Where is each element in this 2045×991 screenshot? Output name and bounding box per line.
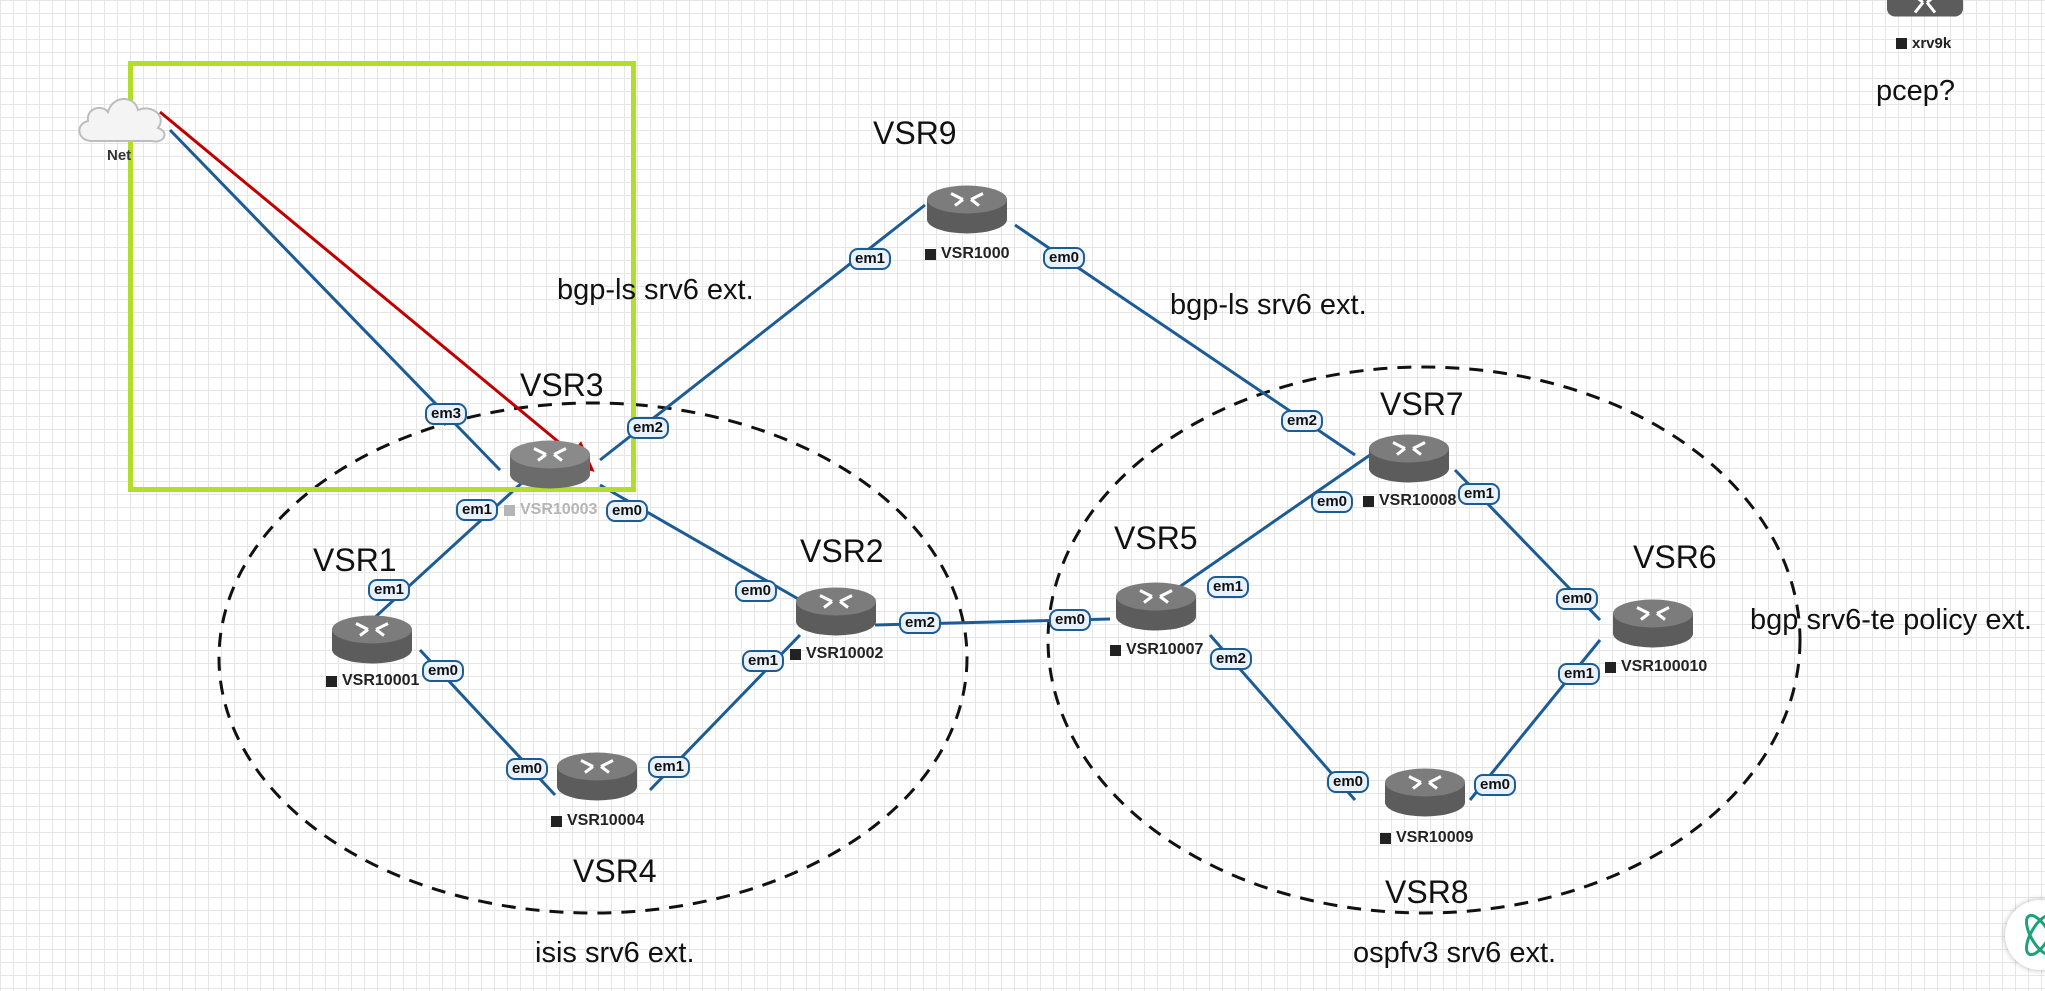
note-bgp-te: bgp srv6-te policy ext.	[1750, 604, 2033, 636]
node-label-vsr8: VSR10009	[1380, 829, 1473, 847]
node-label-vsr4: VSR10004	[551, 812, 644, 830]
cloud-label: Net	[107, 147, 132, 164]
interface-label[interactable]: em0	[1326, 771, 1370, 793]
interface-label[interactable]: em1	[1457, 483, 1501, 505]
interface-label[interactable]: em1	[455, 499, 499, 521]
node-label-vsr5: VSR10007	[1110, 641, 1203, 659]
interface-label[interactable]: em2	[898, 612, 942, 634]
status-square-icon	[925, 248, 936, 260]
router-icon	[557, 752, 637, 801]
status-square-icon	[1110, 644, 1121, 656]
node-label-vsr6: VSR100010	[1605, 658, 1707, 676]
title-vsr2: VSR2	[800, 533, 884, 569]
interface-label[interactable]: em0	[505, 758, 549, 780]
router-icon	[1116, 582, 1196, 631]
node-label-vsr2: VSR10002	[790, 645, 883, 663]
note-bgp-ls-left: bgp-ls srv6 ext.	[557, 274, 754, 306]
node-label-text: VSR10009	[1396, 829, 1474, 846]
router-icon	[1385, 768, 1465, 817]
title-vsr9: VSR9	[873, 115, 957, 151]
router-icon	[1369, 434, 1449, 483]
note-ospfv3: ospfv3 srv6 ext.	[1353, 937, 1557, 969]
status-square-icon	[504, 504, 515, 516]
interface-label[interactable]: em0	[1310, 491, 1354, 513]
note-pcep: pcep?	[1876, 75, 1956, 107]
router-icon	[510, 440, 590, 489]
title-vsr6: VSR6	[1633, 539, 1717, 575]
status-square-icon	[326, 675, 337, 687]
interface-label[interactable]: em0	[1042, 247, 1086, 269]
status-square-icon	[790, 648, 801, 660]
node-label-text: VSR10008	[1379, 492, 1457, 509]
interface-label[interactable]: em0	[605, 500, 649, 522]
ospfv3-domain-oval	[1046, 365, 1802, 915]
interface-label[interactable]: em0	[734, 580, 778, 602]
router-vsr1[interactable]	[330, 610, 414, 671]
node-label-vsr7: VSR10008	[1363, 492, 1456, 510]
router-xrv9k[interactable]	[1887, 0, 1963, 28]
router-vsr6[interactable]	[1611, 594, 1695, 655]
interface-label[interactable]: em0	[1048, 609, 1092, 631]
note-bgp-ls-right: bgp-ls srv6 ext.	[1170, 289, 1367, 321]
title-vsr1: VSR1	[313, 542, 397, 578]
interface-label[interactable]: em1	[647, 756, 691, 778]
network-cloud[interactable]	[72, 86, 172, 151]
link-vsr5-vsr7[interactable]	[1174, 453, 1371, 592]
node-label-vsr9: VSR1000	[925, 245, 1010, 263]
interface-label[interactable]: em2	[1209, 648, 1253, 670]
cloud-icon	[78, 98, 166, 143]
node-label-vsr3: VSR10003	[504, 501, 597, 519]
router-vsr9[interactable]	[925, 180, 1009, 241]
node-label-text: VSR10004	[567, 812, 645, 829]
node-label-text: xrv9k	[1912, 35, 1952, 52]
router-vsr8[interactable]	[1383, 763, 1467, 824]
router-icon	[332, 615, 412, 664]
title-vsr5: VSR5	[1114, 520, 1198, 556]
node-label-text: VSR100010	[1621, 658, 1708, 675]
interface-label[interactable]: em0	[1555, 588, 1599, 610]
title-vsr8: VSR8	[1385, 874, 1469, 910]
router-vsr5[interactable]	[1114, 577, 1198, 638]
router-icon	[796, 587, 876, 636]
title-vsr4: VSR4	[573, 853, 657, 889]
status-square-icon	[1363, 495, 1374, 507]
note-isis: isis srv6 ext.	[535, 937, 695, 969]
status-square-icon	[1896, 38, 1907, 49]
interface-label[interactable]: em1	[1557, 663, 1601, 685]
annotation-arrow[interactable]	[159, 110, 595, 472]
interface-label[interactable]: em2	[626, 417, 670, 439]
status-square-icon	[1605, 661, 1616, 673]
interface-label[interactable]: em1	[1206, 576, 1250, 598]
router-vsr7[interactable]	[1367, 429, 1451, 490]
assistant-button[interactable]	[2005, 900, 2045, 970]
interface-label[interactable]: em3	[424, 403, 468, 425]
node-label-vsr1: VSR10001	[326, 672, 419, 690]
selection-rectangle	[128, 61, 636, 492]
isis-domain-oval	[217, 401, 969, 915]
status-square-icon	[1380, 832, 1391, 844]
node-label-xrv9k: xrv9k	[1896, 35, 1951, 52]
interface-label[interactable]: em1	[367, 579, 411, 601]
interface-label[interactable]: em1	[741, 650, 785, 672]
node-label-text: VSR10001	[342, 672, 420, 689]
interface-label[interactable]: em0	[421, 660, 465, 682]
router-icon	[1887, 0, 1963, 17]
router-vsr2[interactable]	[794, 582, 878, 643]
title-vsr7: VSR7	[1380, 386, 1464, 422]
node-label-text: VSR10002	[806, 645, 884, 662]
node-label-text: VSR10003	[520, 501, 598, 518]
node-label-text: VSR10007	[1126, 641, 1204, 658]
atom-icon	[2025, 913, 2045, 957]
interface-label[interactable]: em1	[848, 248, 892, 270]
router-vsr3[interactable]	[508, 435, 592, 496]
router-icon	[927, 185, 1007, 234]
status-square-icon	[551, 815, 562, 827]
router-vsr4[interactable]	[555, 747, 639, 808]
title-vsr3: VSR3	[520, 367, 604, 403]
router-icon	[1613, 599, 1693, 648]
interface-label[interactable]: em2	[1280, 410, 1324, 432]
node-label-text: VSR1000	[941, 245, 1010, 262]
interface-label[interactable]: em0	[1473, 774, 1517, 796]
